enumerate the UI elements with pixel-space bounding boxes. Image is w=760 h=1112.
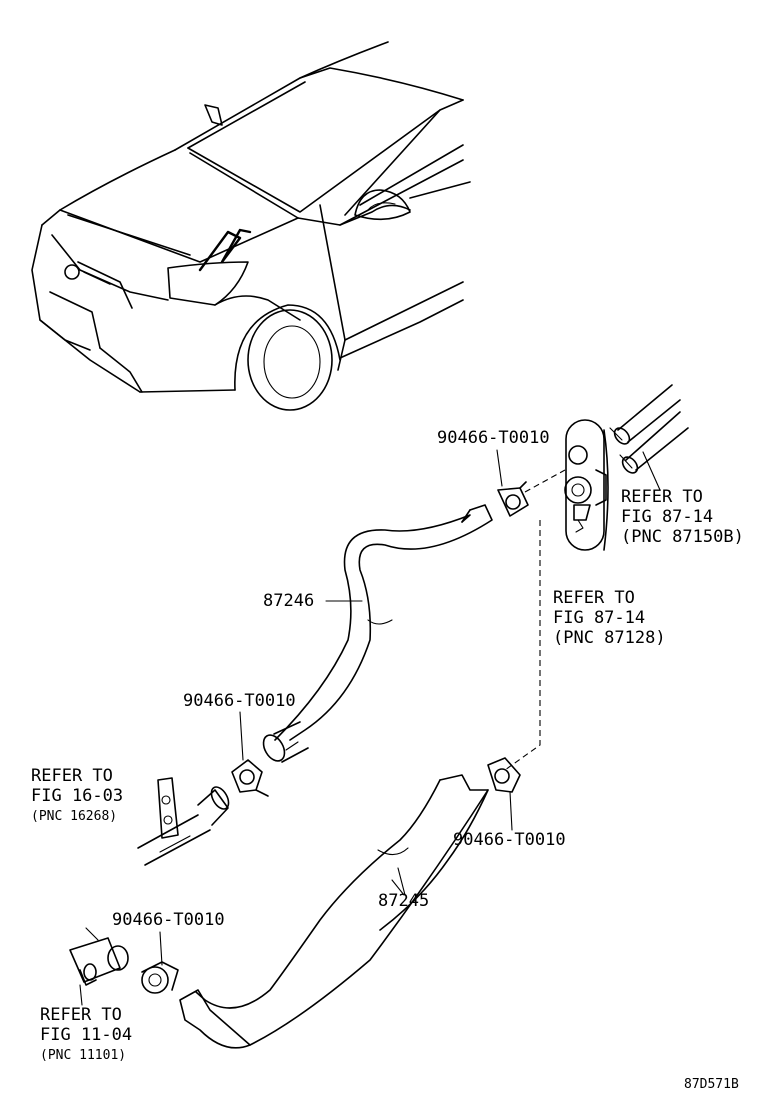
clip-top <box>496 449 529 517</box>
clip-top-label: 90466-T0010 <box>437 428 550 448</box>
ref-engine-line1: REFER TO <box>40 1005 122 1025</box>
washer-pump <box>564 419 609 551</box>
hose-lower <box>179 774 489 1049</box>
ref-pipe-line2: FIG 16-03 <box>31 786 124 806</box>
clip-right <box>487 757 521 831</box>
ref-unit-line2: FIG 87-14 <box>553 608 646 628</box>
ref-unit-line3: (PNC 87128) <box>553 628 666 648</box>
car-illustration <box>31 41 471 411</box>
hose-lower-label: 87245 <box>378 891 430 911</box>
clip-right-label: 90466-T0010 <box>453 830 566 850</box>
engine-fitting <box>69 927 129 1006</box>
ref-valve-line2: FIG 87-14 <box>621 507 714 527</box>
leader-87245 <box>391 879 405 896</box>
hose-upper-label: 87246 <box>263 591 315 611</box>
clip-mid-label: 90466-T0010 <box>183 691 296 711</box>
clip-mid <box>231 711 269 797</box>
ref-engine-line3: (PNC 11101) <box>40 1048 127 1063</box>
pipe-left <box>137 777 230 866</box>
ref-pipe-line1: REFER TO <box>31 766 113 786</box>
ref-valve-line3: (PNC 87150B) <box>621 527 744 547</box>
ref-engine-line2: FIG 11-04 <box>40 1025 133 1045</box>
ref-valve-line1: REFER TO <box>621 487 703 507</box>
ref-unit-line1: REFER TO <box>553 588 635 608</box>
diagram-code: 87D571B <box>684 1077 739 1092</box>
dashed-guide-vertical <box>504 520 541 771</box>
hose-upper <box>262 504 493 763</box>
ref-pipe-line3: (PNC 16268) <box>31 809 118 824</box>
dashed-guide-upper <box>524 469 566 493</box>
clip-bottom-label: 90466-T0010 <box>112 910 225 930</box>
clip-bottom <box>141 931 179 994</box>
valve-hoses <box>609 384 689 491</box>
